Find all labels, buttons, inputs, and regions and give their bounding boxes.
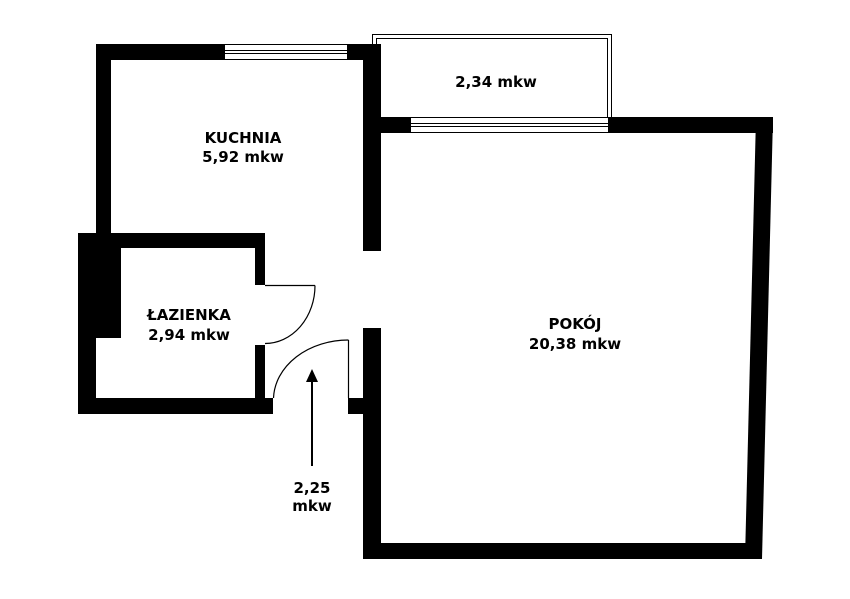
wall-bathroom-right-upper [255,233,265,285]
living-room-name: POKÓJ [548,314,601,333]
wall-living-right [745,117,773,559]
wall-kitchen-top-left [96,44,225,60]
wall-bathroom-right-lower [255,345,265,414]
hallway-area-value: 2,25 [293,479,330,497]
entrance-door [272,339,350,399]
kitchen-window [225,44,347,60]
living-room-area: 20,38 mkw [529,335,621,353]
wall-living-top-right [608,117,773,133]
kitchen-name: KUCHNIA [205,129,282,147]
wall-bathroom-shaft [96,248,121,338]
balcony-outline [372,34,612,117]
wall-entrance-stub [348,398,381,414]
kitchen-area: 5,92 mkw [202,148,284,166]
wall-bathroom-top [78,233,265,248]
wall-living-bottom [363,543,762,559]
wall-living-left-lower [363,328,381,559]
bathroom-area: 2,94 mkw [148,326,230,344]
bathroom-name: ŁAZIENKA [146,306,231,324]
bathroom-door [264,284,316,345]
entrance-arrow-icon [306,369,318,466]
walls [78,44,773,559]
balcony-door-window [411,117,608,133]
wall-bathroom-bottom [78,398,273,414]
hallway-area-unit: mkw [292,497,332,515]
wall-kitchen-left [96,44,111,240]
balcony-area: 2,34 mkw [455,73,537,91]
wall-living-top-left [363,117,411,133]
wall-bathroom-left [78,233,96,414]
